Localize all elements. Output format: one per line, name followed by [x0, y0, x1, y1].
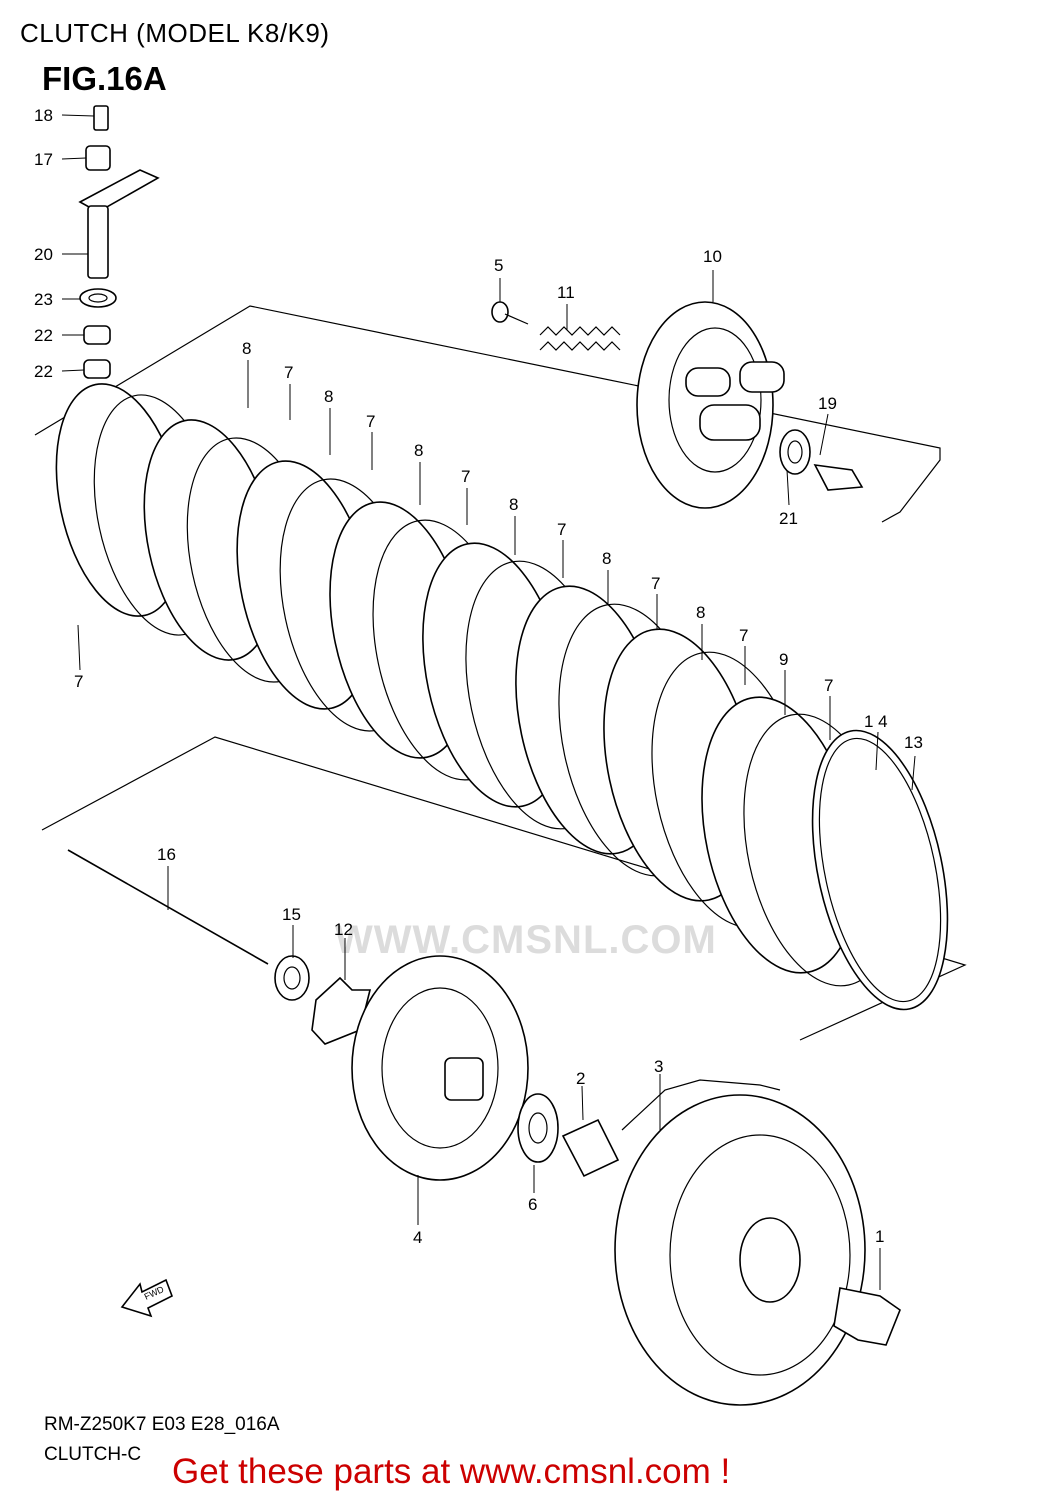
callout-8: 8: [509, 495, 518, 514]
callout-23: 23: [34, 290, 53, 309]
figure-label: FIG.16A: [42, 60, 167, 97]
washer-and-bearing: [517, 1093, 620, 1178]
callout-17: 17: [34, 150, 53, 169]
callout-6: 6: [528, 1195, 537, 1214]
callout-16: 16: [157, 845, 176, 864]
callout-7: 7: [74, 672, 83, 691]
callout-22: 22: [34, 326, 53, 345]
section-code: CLUTCH-C: [44, 1444, 142, 1465]
callout-7: 7: [739, 626, 748, 645]
pressure-plate: [636, 301, 785, 509]
push-rod-parts: [67, 849, 372, 1045]
release-bearing: [779, 429, 864, 491]
callout-4: 4: [413, 1228, 422, 1247]
callout-15: 15: [282, 905, 301, 924]
fwd-arrow-icon: FWD: [120, 1278, 174, 1318]
callout-18: 18: [34, 106, 53, 125]
callout-13: 13: [904, 733, 923, 752]
callout-7: 7: [366, 412, 375, 431]
callout-14: 1 4: [864, 712, 888, 731]
callout-7: 7: [651, 574, 660, 593]
clutch-housing: [614, 1079, 901, 1406]
callout-3: 3: [654, 1057, 663, 1076]
model-code: RM-Z250K7 E03 E28_016A: [44, 1414, 280, 1435]
callout-5: 5: [494, 256, 503, 275]
leader-lines: [61, 114, 916, 1290]
callout-8: 8: [414, 441, 423, 460]
bolt-and-spring: [491, 301, 621, 351]
callout-8: 8: [324, 387, 333, 406]
callout-12: 12: [334, 920, 353, 939]
callout-7: 7: [461, 467, 470, 486]
callout-7: 7: [557, 520, 566, 539]
clutch-plate-stack: [55, 383, 949, 1011]
page-title: CLUTCH (MODEL K8/K9): [20, 18, 330, 48]
callout-numbers: 18 17 20 23 22 22 5 11 10 19 21 8 7 8 7 …: [34, 106, 923, 1247]
callout-21: 21: [779, 509, 798, 528]
callout-8: 8: [242, 339, 251, 358]
callout-9: 9: [779, 650, 788, 669]
cta-link[interactable]: Get these parts at www.cmsnl.com !: [172, 1452, 731, 1491]
callout-20: 20: [34, 245, 53, 264]
callout-22: 22: [34, 362, 53, 381]
callout-7: 7: [284, 363, 293, 382]
callout-10: 10: [703, 247, 722, 266]
watermark: WWW.CMSNL.COM: [335, 918, 717, 962]
plates-frame: [34, 305, 941, 523]
clutch-sleeve-hub: [351, 955, 529, 1181]
callout-8: 8: [696, 603, 705, 622]
callout-8: 8: [602, 549, 611, 568]
callout-1: 1: [875, 1227, 884, 1246]
callout-11: 11: [557, 283, 575, 302]
release-shaft-assembly: [78, 105, 160, 379]
callout-7: 7: [824, 676, 833, 695]
callout-19: 19: [818, 394, 837, 413]
callout-2: 2: [576, 1069, 585, 1088]
